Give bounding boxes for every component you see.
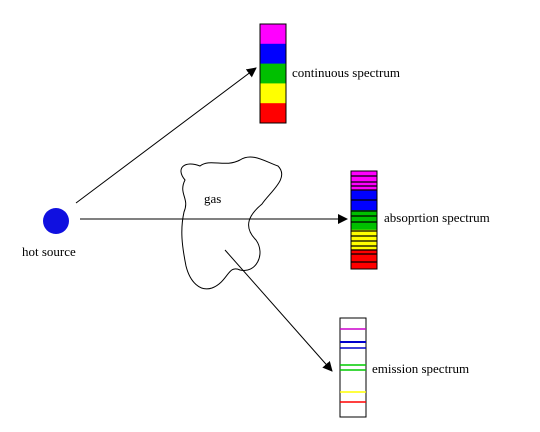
continuous-band: [260, 63, 286, 84]
continuous-spectrum-label: continuous spectrum: [292, 65, 400, 80]
continuous-spectrum-frame: [259, 23, 287, 124]
absorption-band: [351, 229, 377, 250]
absorption-band: [351, 210, 377, 231]
continuous-band: [260, 24, 286, 45]
emission-lines: [340, 328, 366, 403]
continuous-band: [260, 43, 286, 65]
gas-label: gas: [204, 191, 221, 206]
arrow-to-continuous: [75, 67, 257, 204]
absorption-band: [351, 171, 377, 192]
absorption-spectrum-label: absoprtion spectrum: [384, 210, 490, 225]
emission-spectrum-label: emission spectrum: [372, 361, 469, 376]
hot-source-label: hot source: [22, 244, 76, 259]
gas-cloud: [180, 156, 283, 290]
hot-source-dot: [43, 208, 69, 234]
continuous-band: [260, 83, 286, 104]
absorption-band: [351, 190, 377, 211]
absorption-band: [351, 249, 377, 270]
absorption-lines: [351, 175, 377, 263]
continuous-spectrum: [260, 24, 286, 124]
arrow-to-emission: [224, 249, 333, 372]
emission-spectrum-frame: [339, 317, 367, 418]
absorption-spectrum-frame: [350, 170, 378, 270]
continuous-band: [260, 103, 286, 124]
